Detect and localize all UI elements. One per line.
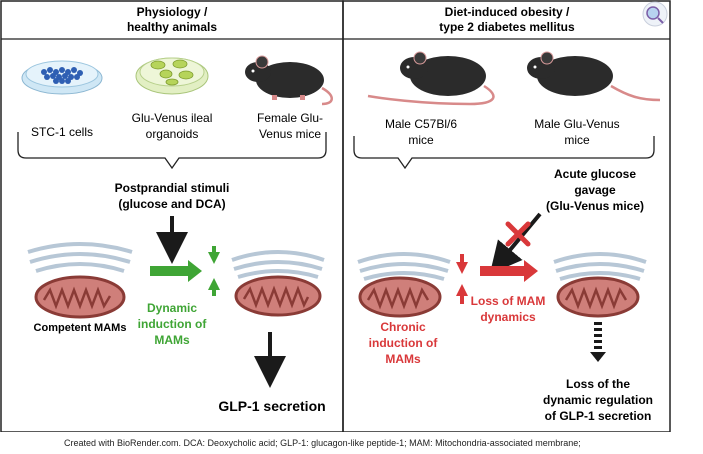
right-panel-title-line1: Diet-induced obesity / (445, 5, 570, 19)
left-brace (17, 132, 327, 170)
mitochondrion-left-induced (234, 275, 322, 317)
organoid-dish-icon (135, 57, 209, 95)
er-membrane-left-induced (231, 250, 325, 279)
loss-dynamics-line2: dynamics (480, 310, 536, 324)
dashed-arrow (590, 322, 606, 362)
left-panel-title-line2: healthy animals (127, 20, 217, 34)
gavage-label-line2: gavage (574, 183, 616, 197)
chronic-label-line2: induction of (369, 336, 439, 350)
chronic-label-line1: Chronic (380, 320, 426, 334)
green-approach-up-icon (208, 278, 220, 290)
male-glu-venus-mouse-icon (527, 51, 661, 102)
er-membrane-left (27, 242, 133, 273)
model-label-glu-venus-line2: mice (564, 133, 590, 147)
right-panel-title-line2: type 2 diabetes mellitus (439, 20, 575, 34)
dynamic-induction-line2: induction of (138, 317, 208, 331)
model-label-glu-venus-line1: Male Glu-Venus (534, 117, 619, 131)
right-brace (353, 136, 655, 170)
loss-regulation-line2: dynamic regulation (543, 393, 653, 407)
model-label-stc1-line1: STC-1 cells (31, 125, 93, 139)
red-up-arrow-icon (456, 284, 468, 296)
model-label-organoids-line2: organoids (146, 127, 199, 141)
glp1-secretion-label: GLP-1 secretion (218, 398, 325, 414)
gavage-label-line1: Acute glucose (554, 167, 636, 181)
model-label-female-mice-line1: Female Glu- (257, 111, 323, 125)
mitochondrion-right-final (556, 276, 640, 318)
chronic-label-line3: MAMs (385, 352, 421, 366)
petri-dish-cells-icon (21, 60, 103, 95)
male-c57-mouse-icon (367, 51, 495, 106)
right-panel-frame (342, 0, 671, 433)
red-arrow (480, 260, 538, 282)
competent-mams-label: Competent MAMs (34, 322, 127, 334)
loss-regulation-line3: of GLP-1 secretion (545, 409, 652, 423)
stimuli-label-line2: (glucose and DCA) (118, 197, 225, 211)
er-membrane-right (357, 252, 451, 281)
mitochondrion-left (34, 275, 126, 319)
mitochondrion-right (358, 276, 442, 318)
blocked-cross-icon (505, 221, 531, 247)
dynamic-induction-line3: MAMs (154, 333, 190, 347)
green-arrow (150, 260, 202, 282)
model-label-female-mice-line2: Venus mice (259, 127, 321, 141)
dynamic-induction-line1: Dynamic (147, 301, 197, 315)
model-label-organoids-line1: Glu-Venus ileal (132, 111, 213, 125)
loss-regulation-line1: Loss of the (566, 377, 630, 391)
stimuli-label-line1: Postprandial stimuli (115, 181, 230, 195)
model-label-c57-line1: Male C57Bl/6 (385, 117, 457, 131)
left-panel-title-line1: Physiology / (137, 5, 208, 19)
footer-caption: Created with BioRender.com. DCA: Deoxych… (0, 432, 703, 454)
er-membrane-right-final (553, 252, 647, 281)
magnifier-icon (642, 1, 668, 27)
loss-dynamics-line1: Loss of MAM (471, 294, 546, 308)
red-down-arrow-icon (456, 262, 468, 274)
green-approach-down-icon (208, 252, 220, 264)
gavage-label-line3: (Glu-Venus mice) (546, 199, 644, 213)
model-label-c57-line2: mice (408, 133, 434, 147)
female-mouse-icon (245, 55, 333, 106)
